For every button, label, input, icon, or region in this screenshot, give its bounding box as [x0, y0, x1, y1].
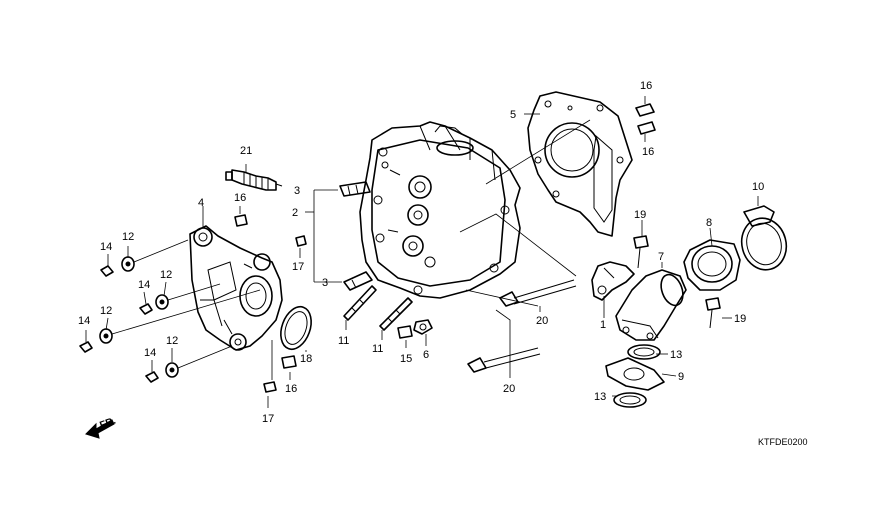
label-17b: 17: [262, 413, 274, 425]
front-direction-arrow-icon: [85, 419, 115, 439]
label-1: 1: [600, 319, 606, 331]
label-13a: 13: [670, 349, 682, 361]
direction-label: FR.: [98, 416, 117, 432]
label-14a: 14: [100, 241, 112, 253]
label-16c: 16: [642, 146, 654, 158]
label-14b: 14: [138, 279, 150, 291]
label-6: 6: [423, 349, 429, 361]
label-4: 4: [198, 197, 204, 209]
nuts-and-washers: [79, 256, 179, 383]
intake-manifold: [615, 269, 687, 341]
label-12a: 12: [122, 231, 134, 243]
leader-lines: [85, 96, 759, 408]
intake-joint: [683, 239, 741, 291]
cylinder-gasket: [527, 91, 633, 237]
gaskets-13-9: [605, 344, 665, 408]
label-15: 15: [400, 353, 412, 365]
label-3b: 3: [322, 277, 328, 289]
label-2: 2: [292, 207, 298, 219]
label-14c: 14: [78, 315, 90, 327]
label-12c: 12: [100, 305, 112, 317]
label-12b: 12: [160, 269, 172, 281]
label-9: 9: [678, 371, 684, 383]
label-14d: 14: [144, 347, 156, 359]
cylinder-head: [359, 121, 521, 299]
label-16a: 16: [234, 192, 246, 204]
hose-clamp: [740, 205, 788, 271]
label-5: 5: [510, 109, 516, 121]
label-8: 8: [706, 217, 712, 229]
heat-insulator: [591, 261, 635, 301]
label-19a: 19: [634, 209, 646, 221]
dowel-pins-and-studs: [234, 103, 656, 393]
label-3a: 3: [294, 185, 300, 197]
label-20a: 20: [536, 315, 548, 327]
label-11a: 11: [338, 335, 349, 347]
spark-plug: [225, 169, 283, 191]
label-10: 10: [752, 181, 764, 193]
label-18: 18: [300, 353, 312, 365]
label-12d: 12: [166, 335, 178, 347]
label-16d: 16: [285, 383, 297, 395]
label-7: 7: [658, 251, 664, 263]
label-19b: 19: [734, 313, 746, 325]
label-17a: 17: [292, 261, 304, 273]
diagram-code: KTFDE0200: [758, 437, 808, 447]
label-16b: 16: [640, 80, 652, 92]
label-21: 21: [240, 145, 252, 157]
label-13b: 13: [594, 391, 606, 403]
label-11b: 11: [372, 343, 383, 355]
label-20b: 20: [503, 383, 515, 395]
bolts: [467, 235, 721, 373]
callout-labels: 2 3 3 21 4 16 5 16 16 14 12 12 14 12 14 …: [78, 80, 808, 447]
head-cover: [189, 225, 283, 351]
